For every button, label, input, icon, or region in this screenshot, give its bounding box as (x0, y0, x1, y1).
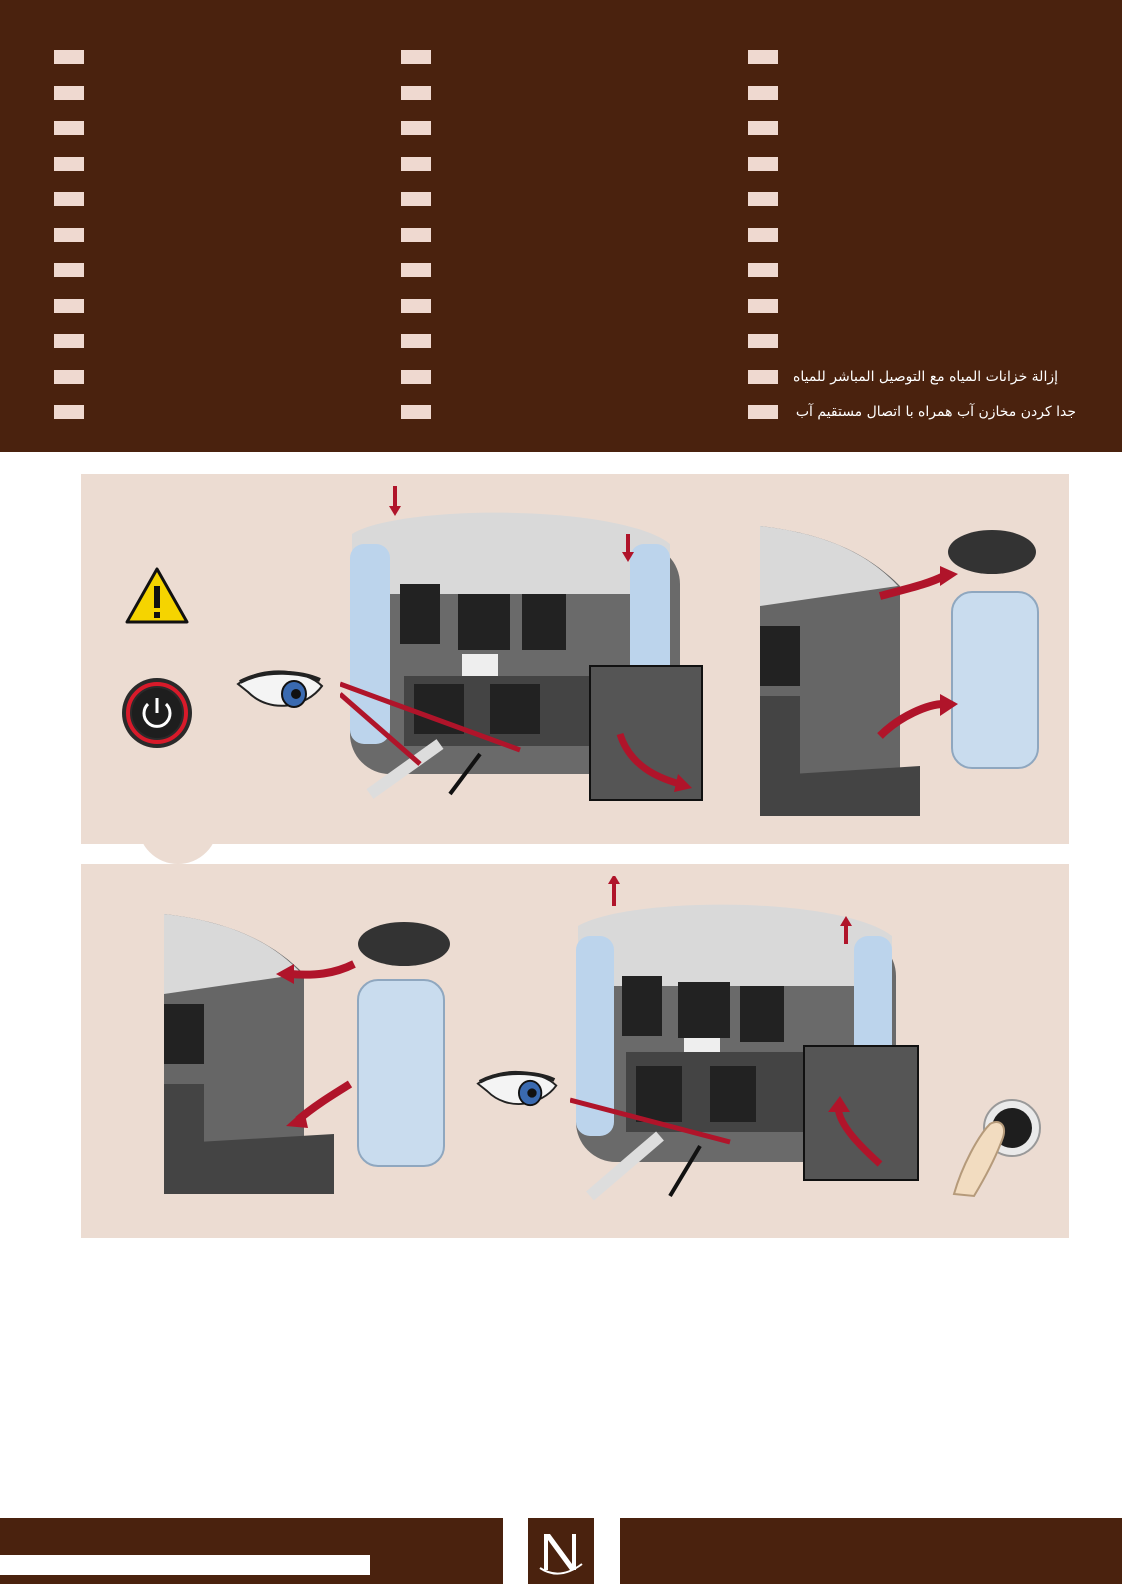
language-tag-arabic (748, 370, 778, 384)
language-tag (748, 50, 778, 64)
language-tag (54, 263, 84, 277)
language-tag (54, 334, 84, 348)
arabic-title: إزالة خزانات المياه مع التوصيل المباشر ل… (793, 369, 1058, 385)
language-tag (748, 334, 778, 348)
language-tag (54, 405, 84, 419)
language-tag (54, 228, 84, 242)
machine-rear-illustration (340, 486, 703, 801)
footer-white-bar (0, 1555, 370, 1575)
language-tag (401, 121, 431, 135)
language-tag (748, 192, 778, 206)
language-tag (54, 121, 84, 135)
language-tag (401, 86, 431, 100)
language-tag (401, 157, 431, 171)
nespresso-logo (528, 1518, 594, 1584)
language-tag (748, 157, 778, 171)
language-tag (401, 370, 431, 384)
language-tag (401, 192, 431, 206)
language-tag (748, 86, 778, 100)
language-tag (54, 157, 84, 171)
language-tag (401, 299, 431, 313)
machine-rear-illustration (570, 876, 919, 1201)
language-tag (54, 370, 84, 384)
language-tag (54, 299, 84, 313)
language-tag-farsi (748, 405, 778, 419)
footer-band-right (620, 1518, 1122, 1584)
panel-tab (138, 798, 218, 864)
power-button-icon (122, 678, 192, 748)
language-tag (748, 121, 778, 135)
eye-icon (476, 1071, 558, 1107)
header-band: إزالة خزانات المياه مع التوصيل المباشر ل… (0, 0, 1122, 452)
machine-side-tank-insert-illustration (164, 914, 450, 1194)
warning-icon (125, 567, 189, 624)
finger-press-icon (952, 1099, 1041, 1198)
language-tag (401, 228, 431, 242)
language-tag (748, 228, 778, 242)
machine-side-tank-removed-illustration (760, 526, 1039, 816)
language-tag (748, 263, 778, 277)
language-tag (748, 299, 778, 313)
language-tag (401, 405, 431, 419)
language-tag (401, 263, 431, 277)
language-tag (401, 334, 431, 348)
eye-icon (236, 670, 324, 708)
nespresso-logo-icon (539, 1534, 583, 1575)
language-tag (401, 50, 431, 64)
language-tag (54, 50, 84, 64)
language-tag (54, 192, 84, 206)
language-tag (54, 86, 84, 100)
farsi-title: جدا کردن مخازن آب همراه با اتصال مستقیم … (795, 404, 1076, 420)
